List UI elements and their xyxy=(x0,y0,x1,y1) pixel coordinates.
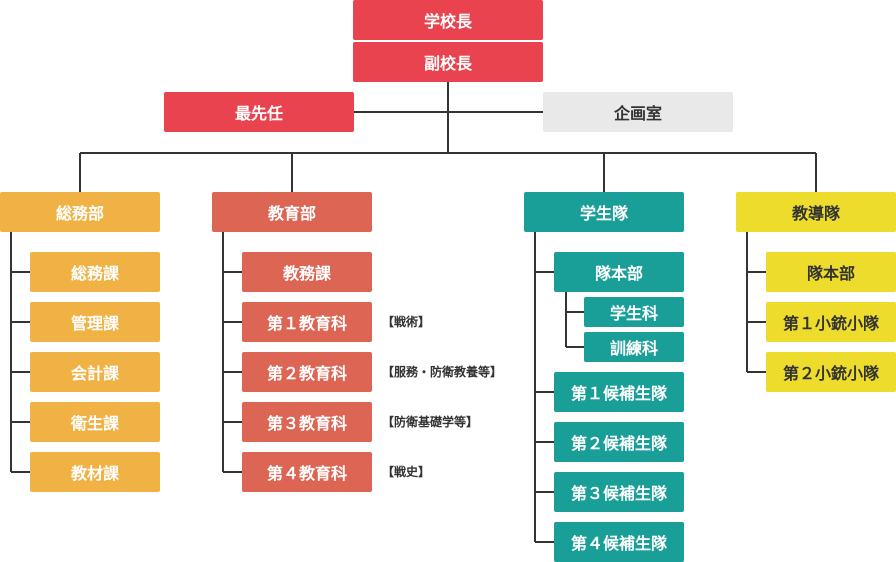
instruction-corps-box: 教導隊 xyxy=(736,192,896,232)
rifle-platoon-1-box: 第１小銃小隊 xyxy=(766,302,896,342)
education-section-3-box: 第３教育科 xyxy=(242,402,372,442)
hygiene-section-box: 衛生課 xyxy=(30,402,160,442)
principal-box: 学校長 xyxy=(353,0,543,40)
cadet-corps-hq-box: 隊本部 xyxy=(554,252,684,292)
education-section-4-box: 第４教育科 xyxy=(242,452,372,492)
senior-box: 最先任 xyxy=(164,92,354,132)
candidate-unit-3-box: 第３候補生隊 xyxy=(554,472,684,512)
instruction-corps-hq-box: 隊本部 xyxy=(766,252,896,292)
training-section-box: 訓練科 xyxy=(584,332,684,362)
education-dept-box: 教育部 xyxy=(212,192,372,232)
vice-principal-box: 副校長 xyxy=(353,42,543,82)
cadet-corps-box: 学生隊 xyxy=(524,192,684,232)
accounting-section-box: 会計課 xyxy=(30,352,160,392)
rifle-platoon-2-box: 第２小銃小隊 xyxy=(766,352,896,392)
materials-section-box: 教材課 xyxy=(30,452,160,492)
education-section-2-box: 第２教育科 xyxy=(242,352,372,392)
general-affairs-section-box: 総務課 xyxy=(30,252,160,292)
education-section-2-note: 【服務・防衛教養等】 xyxy=(382,365,503,379)
education-section-1-box: 第１教育科 xyxy=(242,302,372,342)
management-section-box: 管理課 xyxy=(30,302,160,342)
education-section-1-note: 【戦術】 xyxy=(382,315,431,329)
general-affairs-dept-box: 総務部 xyxy=(0,192,160,232)
education-section-4-note: 【戦史】 xyxy=(382,465,431,479)
candidate-unit-2-box: 第２候補生隊 xyxy=(554,422,684,462)
candidate-unit-4-box: 第４候補生隊 xyxy=(554,522,684,562)
candidate-unit-1-box: 第１候補生隊 xyxy=(554,372,684,412)
planning-office-box: 企画室 xyxy=(543,92,733,132)
academic-affairs-section-box: 教務課 xyxy=(242,252,372,292)
student-section-box: 学生科 xyxy=(584,297,684,327)
education-section-3-note: 【防衛基礎学等】 xyxy=(382,415,479,429)
